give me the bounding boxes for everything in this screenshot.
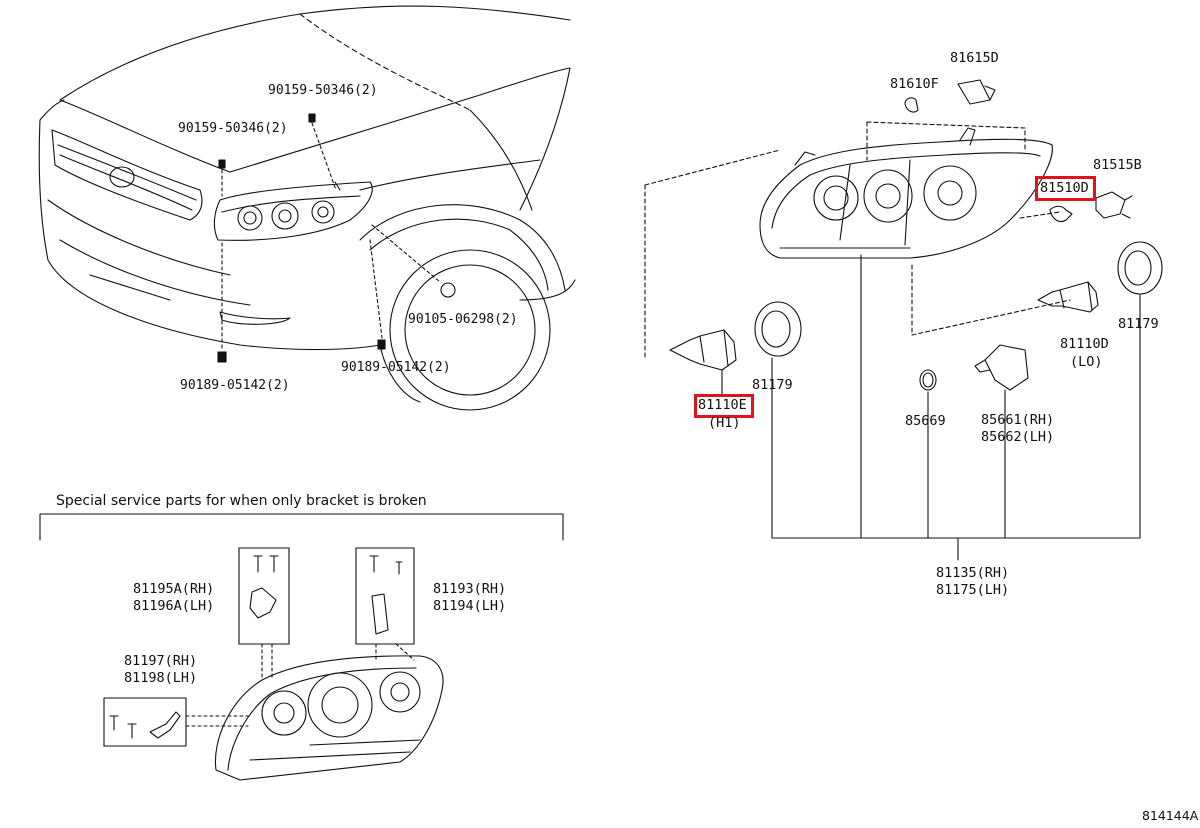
headlamp-exploded-view xyxy=(644,79,1163,561)
part-label-81194: 81194(LH) xyxy=(433,598,507,614)
part-label-clip-right: 90189-05142(2) xyxy=(341,360,451,375)
part-label-85662: 85662(LH) xyxy=(981,429,1055,445)
figure-id: 814144A xyxy=(1142,808,1199,823)
part-label-81197: 81197(RH) xyxy=(124,653,198,669)
part-label-81515B: 81515B xyxy=(1093,157,1142,173)
part-label-81110E: 81110E xyxy=(698,397,747,413)
part-label-85669: 85669 xyxy=(905,413,946,429)
highlight-81110E xyxy=(694,394,754,418)
part-label-81110D: 81110D xyxy=(1060,336,1109,352)
bracket-service-section xyxy=(39,513,564,781)
part-label-81193: 81193(RH) xyxy=(433,581,507,597)
part-label-81195A: 81195A(RH) xyxy=(133,581,215,597)
part-label-81198: 81198(LH) xyxy=(124,670,198,686)
part-label-81179-left: 81179 xyxy=(752,377,793,393)
part-label-81510D: 81510D xyxy=(1040,180,1089,196)
part-label-81179-right: 81179 xyxy=(1118,316,1159,332)
part-label-81610F: 81610F xyxy=(890,76,939,92)
part-label-bolt-lower-right: 90105-06298(2) xyxy=(408,312,518,327)
special-service-caption: Special service parts for when only brac… xyxy=(56,493,427,509)
part-label-85661: 85661(RH) xyxy=(981,412,1055,428)
part-label-81110E-note: (H1) xyxy=(708,415,741,431)
part-label-81135: 81135(RH) xyxy=(936,565,1010,581)
highlight-81510D xyxy=(1035,176,1096,201)
part-label-81615D: 81615D xyxy=(950,50,999,66)
part-label-81175: 81175(LH) xyxy=(936,582,1010,598)
part-label-bolt-upper-mid: 90159-50346(2) xyxy=(268,83,378,98)
part-label-81110D-note: (LO) xyxy=(1070,354,1103,370)
part-label-bolt-upper-left: 90159-50346(2) xyxy=(178,121,288,136)
part-label-81196A: 81196A(LH) xyxy=(133,598,215,614)
car-front-illustration xyxy=(38,5,576,411)
part-label-clip-left: 90189-05142(2) xyxy=(180,378,290,393)
